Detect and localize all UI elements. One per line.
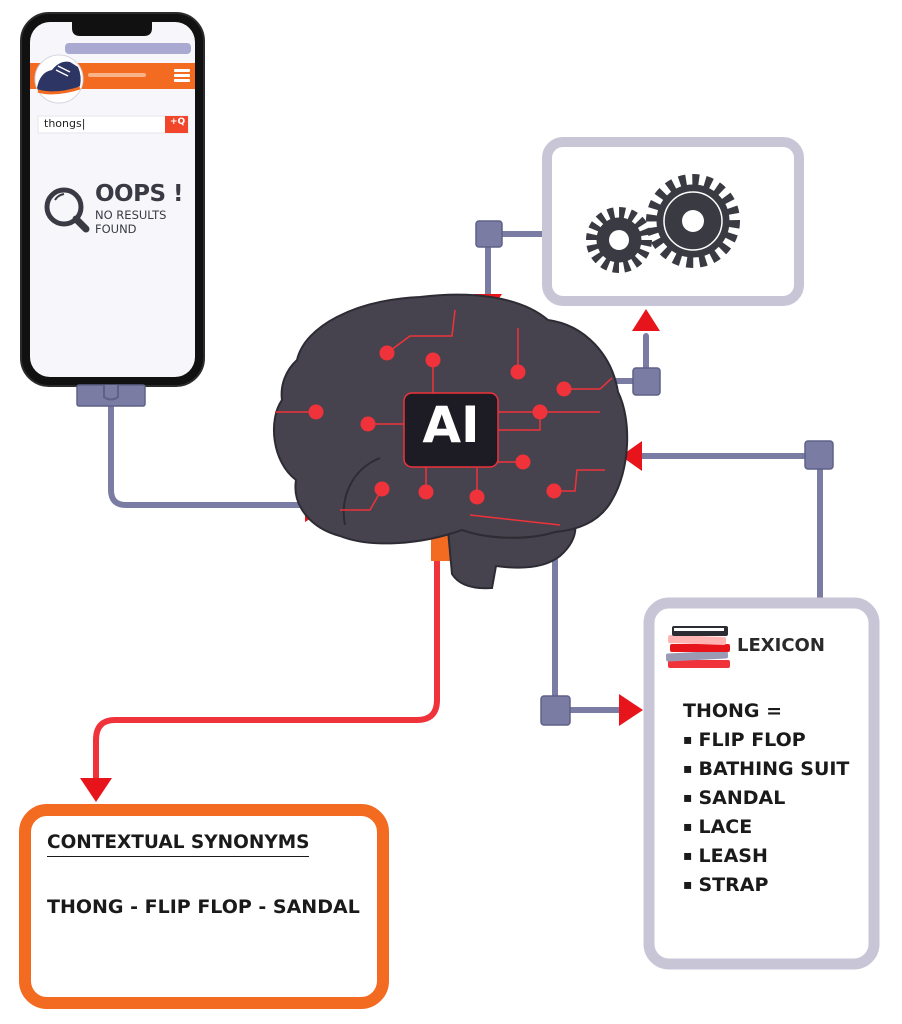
lexicon-item: SANDAL (683, 784, 849, 813)
ai-label: AI (422, 396, 480, 454)
magnifier-icon (44, 187, 90, 233)
junction-node (804, 440, 834, 470)
arrow-up-icon (632, 309, 660, 331)
arrow-right-icon (619, 694, 643, 726)
lexicon-item: LEASH (683, 842, 849, 871)
shoe-logo-icon (34, 54, 84, 104)
gears-icon (586, 174, 740, 273)
synonyms-box (19, 804, 389, 1009)
synonyms-text: THONG - FLIP FLOP - SANDAL (47, 896, 360, 918)
smartphone (20, 12, 205, 407)
lexicon-item: FLIP FLOP (683, 726, 849, 755)
brain-illustration (272, 293, 629, 590)
no-results-title: OOPS ! (95, 181, 184, 207)
lexicon-item: BATHING SUIT (683, 755, 850, 784)
search-input-value: thongs (44, 117, 82, 130)
lexicon-title: LEXICON (737, 635, 825, 656)
menu-icon[interactable] (174, 69, 190, 82)
ai-chip (403, 392, 499, 468)
lexicon-item: LACE (683, 813, 849, 842)
search-plus-icon[interactable]: +Q (170, 117, 186, 127)
arrow-left-icon (621, 441, 642, 471)
brain-to-lexicon-line (552, 557, 631, 713)
no-results-line1: NO RESULTS (95, 208, 167, 222)
brain-to-synonyms-line (93, 553, 440, 793)
no-results-line2: FOUND (95, 222, 137, 236)
phone-to-brain-line (108, 397, 315, 508)
junction-node (475, 220, 503, 248)
junction-node (540, 695, 571, 726)
synonyms-title: CONTEXTUAL SYNONYMS (47, 832, 310, 857)
junction-node (632, 367, 661, 396)
search-input[interactable]: thongs| (44, 117, 86, 130)
lexicon-list: FLIP FLOP BATHING SUIT SANDAL LACE LEASH… (683, 726, 850, 900)
arrow-down-icon (80, 778, 112, 802)
books-icon (665, 626, 730, 668)
lexicon-item: STRAP (683, 871, 849, 900)
search-button[interactable] (165, 116, 188, 133)
lexicon-heading: THONG = (683, 700, 783, 722)
